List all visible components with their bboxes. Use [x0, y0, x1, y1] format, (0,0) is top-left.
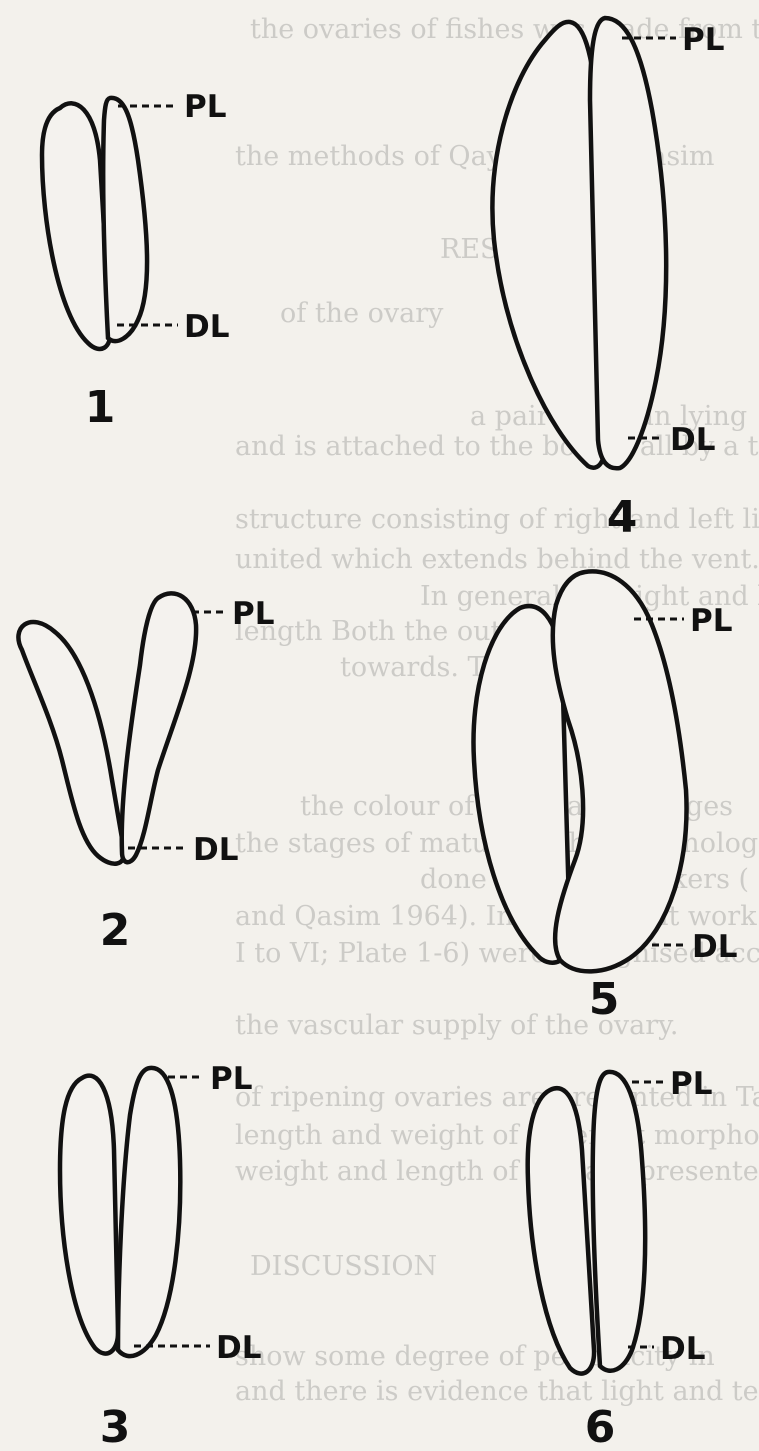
background-text-line: I to VI; Plate 1-6) were recognised acco… [235, 938, 759, 969]
figure-6-pl-label: PL [670, 1066, 712, 1102]
figure-4-dl-label: DL [670, 422, 716, 458]
figure-1-right-lobe [103, 98, 147, 341]
figure-5-pl-label: PL [690, 603, 732, 639]
figure-5-right-lobe [553, 571, 687, 971]
figure-1-dl-label: DL [184, 309, 230, 345]
figure-4: PL DL 4 [492, 18, 724, 543]
figure-3-left-lobe [60, 1076, 118, 1354]
figure-3: PL DL 3 [60, 1061, 262, 1451]
background-text-line: weight and length of fish are presented … [235, 1156, 759, 1187]
figure-2-number: 2 [100, 905, 131, 956]
figure-1-left-lobe [42, 103, 110, 349]
background-text-line: of the ovary [280, 298, 444, 329]
figure-1-number: 1 [85, 382, 116, 433]
figure-5-number: 5 [589, 974, 620, 1025]
background-text-line: and there is evidence that light and tem… [235, 1376, 759, 1407]
figure-6-right-lobe [593, 1072, 646, 1371]
background-text-line: and Qasim 1964). In the present work six… [235, 901, 759, 932]
figure-2-right-lobe [122, 593, 196, 862]
figure-3-right-lobe [118, 1068, 180, 1356]
figure-5-dl-label: DL [692, 929, 738, 965]
figure-3-dl-label: DL [216, 1330, 262, 1366]
background-text-line: length and weight of different morpholog… [235, 1120, 759, 1151]
figure-3-pl-label: PL [210, 1061, 252, 1097]
figure-4-number: 4 [607, 492, 638, 543]
figure-2-left-lobe [18, 622, 124, 864]
background-text-line: structure consisting of right and left l… [235, 504, 759, 535]
figure-2-dl-label: DL [193, 832, 239, 868]
figure-2-pl-label: PL [232, 596, 274, 632]
figure-6-number: 6 [585, 1402, 616, 1451]
figure-1: PL DL 1 [42, 89, 230, 433]
background-text-line: DISCUSSION [250, 1251, 437, 1282]
figure-6-dl-label: DL [660, 1331, 706, 1367]
background-text-line: united which extends behind the vent. Th [235, 544, 759, 575]
figure-1-pl-label: PL [184, 89, 226, 125]
figure-4-pl-label: PL [682, 22, 724, 58]
figure-3-number: 3 [100, 1402, 131, 1451]
